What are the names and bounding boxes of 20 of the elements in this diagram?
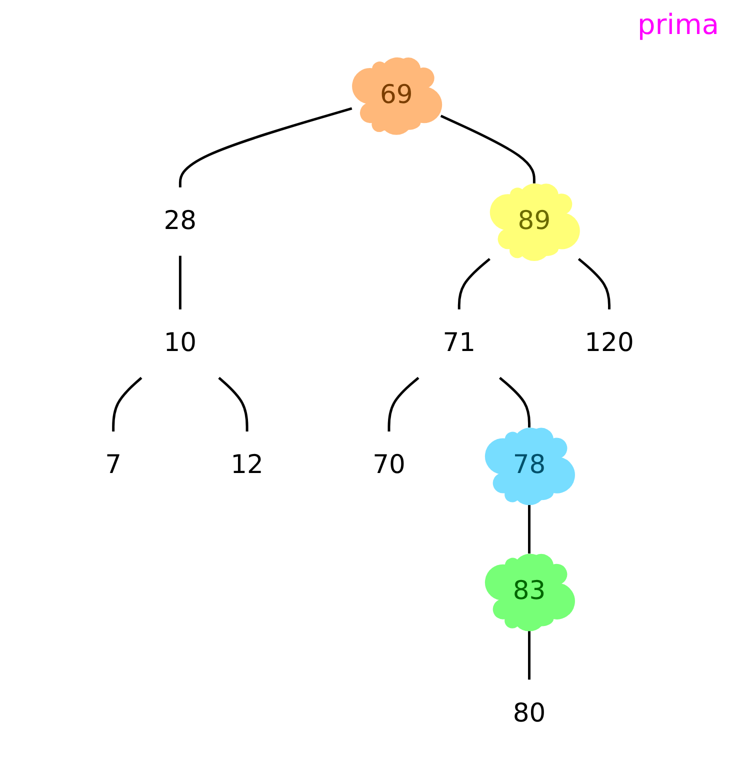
connector <box>528 504 530 554</box>
node-text: 28 <box>164 206 197 236</box>
connector <box>178 107 352 188</box>
connector <box>178 256 182 310</box>
node-text: 7 <box>105 450 122 480</box>
node-text: 12 <box>230 450 264 480</box>
connector <box>498 376 530 428</box>
connector <box>528 630 530 680</box>
connector <box>578 258 610 310</box>
tree-label: prima <box>638 8 719 41</box>
node-text: 80 <box>512 698 546 728</box>
connector <box>218 376 248 432</box>
connector <box>112 376 142 432</box>
connector <box>458 258 490 310</box>
connector <box>388 376 420 432</box>
node-text: 10 <box>164 328 197 358</box>
connector <box>440 114 536 184</box>
node-text: 120 <box>584 328 634 358</box>
node-text: 71 <box>442 328 476 358</box>
node-text: 70 <box>372 450 406 480</box>
